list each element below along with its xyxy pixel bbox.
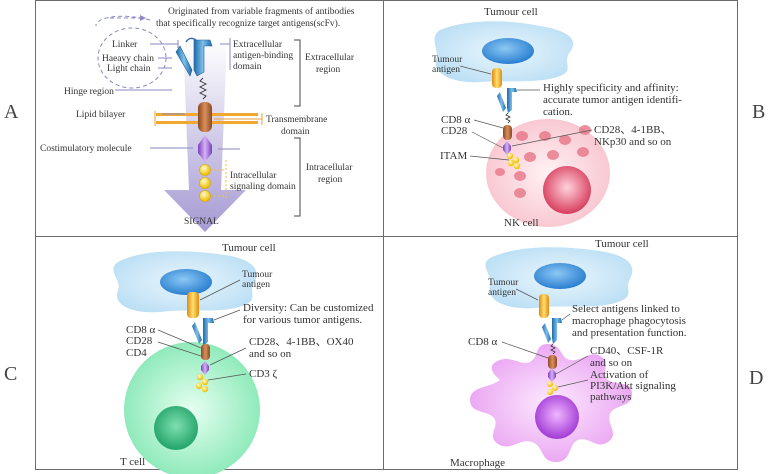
nk-nucleus [543,166,591,214]
tumour-nucleus-b [482,38,534,64]
b-cost-1: CD28、4-1BB、 [594,124,672,136]
label-intracellular-1: Intracellular [306,163,353,173]
label-lipid-bilayer: Lipid bilayer [76,110,126,120]
panel-a: Originated from variable fragments of an… [40,6,355,232]
car-c [192,318,214,393]
b-note-2: accurate tumor antigen identifi- [543,94,682,106]
d-cost-2: and so on [590,357,633,369]
origin-note-line1: Originated from variable fragments of an… [168,6,355,17]
panel-letter-c: C [4,363,17,385]
b-tumour-antigen-2: antigen [432,65,460,75]
label-signal: SIGNAL [184,217,219,227]
hinge-zigzag [198,77,208,100]
label-intracellular-2: region [318,175,343,185]
d-act-2: PI3K/Akt signaling [590,380,676,392]
t-nucleus [154,406,198,450]
panel-letter-b: B [752,101,765,123]
b-cd28: CD28 [441,125,468,137]
b-note-3: cation. [543,106,573,118]
panel-letter-a: A [4,101,19,123]
c-cd28: CD28 [126,335,153,347]
origin-note-line2: that specifically recognize target antig… [156,18,340,29]
b-itam: ITAM [440,150,467,162]
nk-granules [495,125,591,198]
label-linker: Linker [112,40,138,50]
label-heavy-chain: Haeavy chain [102,54,154,64]
c-tumour-cell-label: Tumour cell [222,242,276,254]
c-cd8: CD8 α [126,324,156,336]
label-transmembrane-2: domain [281,127,310,137]
label-light-chain: Light chain [107,64,151,74]
tumour-antigen-d [539,294,549,318]
d-cell-label: Macrophage [450,457,505,469]
label-transmembrane-1: Transmembrane [266,115,327,125]
d-act-1: Activation of [590,369,649,381]
d-note-3: and presentation function. [572,327,687,339]
label-extracellular-1: Extracellular [305,53,355,63]
label-hinge-region: Hinge region [64,87,114,97]
car-b [497,88,521,170]
panel-c: Tumour cell Tumour antigen T cell Divers… [113,242,374,474]
b-tumour-cell-label: Tumour cell [484,6,538,18]
d-tumour-antigen-1: Tumour [488,278,519,288]
costimulatory-domain [198,135,212,162]
d-act-3: pathways [590,391,632,403]
b-cd8: CD8 α [441,114,471,126]
t-cell [124,342,260,474]
d-tumour-antigen-2: antigen [488,288,516,298]
c-cost-1: CD28、4-1BB、OX40 [249,336,354,348]
label-abd-3: domain [233,62,262,72]
c-tumour-antigen-1: Tumour [242,270,273,280]
c-cd3: CD3 ζ [249,368,278,380]
macrophage-nucleus [535,395,579,439]
c-tumour-antigen-2: antigen [242,280,270,290]
c-cd4: CD4 [126,347,147,359]
b-cell-label: NK cell [504,217,539,229]
b-note-1: Highly specificity and affinity: [543,82,679,94]
label-isd-1: Intracellular [230,171,277,181]
d-note-2: macrophage phagocytosis [572,315,686,327]
c-note-2: for various tumor antigens. [243,314,362,326]
c-cost-2: and so on [249,348,292,360]
d-cost-1: CD40、CSF-1R [590,345,664,357]
d-tumour-cell-label: Tumour cell [595,238,649,250]
d-note-1: Select antigens linked to [572,303,680,315]
label-extracellular-2: region [316,65,341,75]
d-cd8: CD8 α [468,336,498,348]
label-abd-1: Extracellular [233,40,283,50]
tumour-nucleus-d [534,263,586,289]
label-costimulatory: Costimulatory molecule [40,144,132,154]
panel-b: Tumour cell Tumour antigen NK cell Highl… [432,6,682,229]
c-note-1: Diversity: Can be customized [243,302,374,314]
car-d [542,318,562,395]
transmembrane-domain [198,102,212,132]
b-cost-2: NKp30 and so on [594,136,672,148]
c-cell-label: T cell [120,456,145,468]
panel-d: Tumour cell Tumour antigen Macrophage Se… [450,238,687,469]
label-isd-2: signaling domain [230,182,296,192]
car-scfv [175,37,213,77]
b-tumour-antigen-1: Tumour [432,55,463,65]
tumour-antigen-b [492,68,502,88]
tumour-antigen-c [187,292,199,318]
itam-beads [199,164,211,202]
tumour-nucleus-c [160,269,212,295]
panel-letter-d: D [749,367,763,389]
label-abd-2: antigen-binding [233,51,293,61]
